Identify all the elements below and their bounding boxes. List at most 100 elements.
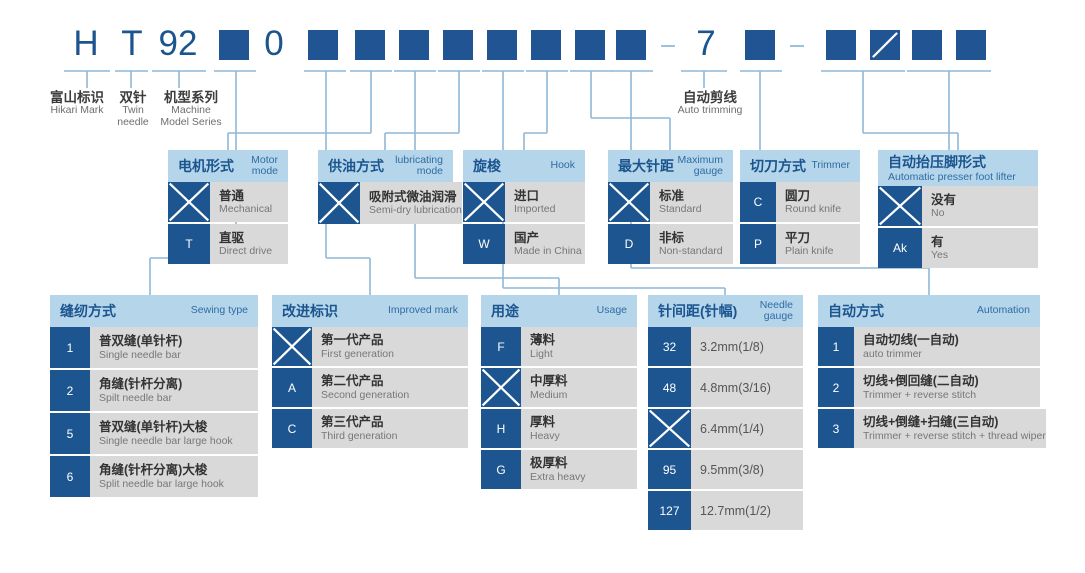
code-char-h: H xyxy=(73,24,99,63)
key-cell: 95 xyxy=(648,450,691,489)
value-en: Trimmer + reverse stitch xyxy=(863,388,977,401)
value-text: 3.2mm(1/8) xyxy=(700,339,764,354)
value-en: Single needle bar large hook xyxy=(99,434,233,447)
caption-en: Auto trimming xyxy=(677,104,743,117)
value-en: Single needle bar xyxy=(99,348,181,361)
value-en: Round knife xyxy=(785,203,842,215)
value-cn: 平刀 xyxy=(785,230,811,245)
value-cn: 第一代产品 xyxy=(321,333,384,348)
value-cell: 切线+倒缝+扫缝(三自动)Trimmer + reverse stitch + … xyxy=(854,409,1046,448)
key-cell: 3 xyxy=(818,409,854,448)
code-char-0: 0 xyxy=(264,24,284,63)
key-cell: 48 xyxy=(648,368,691,407)
value-cell: 9.5mm(3/8) xyxy=(691,450,803,489)
key-cell-none-icon xyxy=(608,182,650,222)
key-cell-none-icon xyxy=(878,186,922,226)
value-cn: 吸附式微油润滑 xyxy=(369,189,457,204)
value-en: Trimmer + reverse stitch + thread wiper xyxy=(863,429,1046,442)
value-en: Yes xyxy=(931,249,949,261)
code-char-92: 92 xyxy=(158,24,198,63)
code-box-hook xyxy=(531,30,561,60)
value-text: 9.5mm(3/8) xyxy=(700,462,764,477)
value-cn: 极厚料 xyxy=(530,456,568,471)
row-gauge-64[interactable]: 6.4mm(1/4) xyxy=(648,409,803,448)
value-cn: 角缝(针杆分离) xyxy=(99,377,183,392)
header-en: Hook xyxy=(550,159,575,172)
value-en: Non-standard xyxy=(659,245,723,257)
value-cn: 薄料 xyxy=(530,333,556,348)
value-cn: 第三代产品 xyxy=(321,415,384,430)
code-box-presser-foot xyxy=(912,30,942,60)
key-cell-none-icon xyxy=(272,327,312,366)
value-en: Light xyxy=(530,347,553,360)
value-en: Direct drive xyxy=(219,245,273,257)
value-cn: 有 xyxy=(931,234,944,249)
key-cell: P xyxy=(740,224,776,264)
value-cell: 6.4mm(1/4) xyxy=(691,409,803,448)
key-cell-none-icon xyxy=(481,368,521,407)
row-gauge-95[interactable]: 95 9.5mm(3/8) xyxy=(648,450,803,489)
value-en: First generation xyxy=(321,347,394,360)
key-cell-none-icon xyxy=(463,182,505,222)
header-en: Motor mode xyxy=(251,153,278,177)
code-box-maximum-gauge xyxy=(575,30,605,60)
value-en: Semi-dry lubrication xyxy=(369,204,462,216)
key-cell: W xyxy=(463,224,505,264)
header-cn: 切刀方式 xyxy=(750,158,806,174)
value-cell: 4.8mm(3/16) xyxy=(691,368,803,407)
caption-cn: 双针 xyxy=(119,90,147,105)
caption-cn: 自动剪线 xyxy=(683,90,737,105)
value-en: Plain knife xyxy=(785,245,834,257)
